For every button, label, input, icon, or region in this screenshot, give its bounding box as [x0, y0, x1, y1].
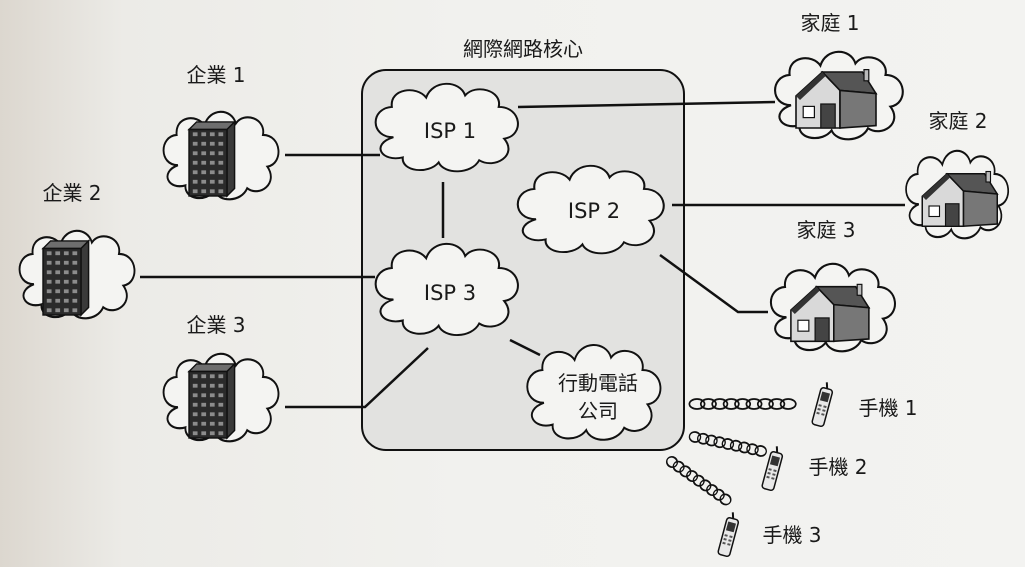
wave-phone-1 [688, 398, 797, 410]
mobile-phone-icon [716, 511, 740, 558]
wave-phone-2 [687, 430, 769, 458]
isp-3: ISP 3 [374, 242, 519, 337]
internet-core-title: 網際網路核心 [463, 37, 583, 61]
wave-phone-3 [663, 453, 734, 508]
isp-1-label: ISP 1 [424, 119, 476, 143]
isp-1: ISP 1 [374, 82, 519, 173]
phone-2-label: 手機 2 [808, 455, 867, 479]
enterprise-3: 企業 3 [162, 313, 280, 443]
link-enterprise3-isp3 [285, 347, 429, 409]
phone-3-label: 手機 3 [762, 523, 821, 547]
isp-2: ISP 2 [516, 164, 665, 255]
phone-1: 手機 1 [810, 381, 918, 428]
building-icon [188, 363, 236, 439]
home-1: 家庭 1 [773, 11, 904, 141]
link-isp3-mobile [509, 338, 541, 357]
phone-3: 手機 3 [716, 511, 822, 558]
link-isp1-home1 [517, 100, 776, 109]
enterprise-3-label: 企業 3 [186, 313, 245, 337]
home-3: 家庭 3 [769, 218, 897, 353]
home-2: 家庭 2 [904, 109, 1010, 240]
mobile-phone-icon [760, 445, 784, 492]
phone-1-label: 手機 1 [858, 396, 917, 420]
home-1-label: 家庭 1 [800, 11, 859, 35]
building-icon [42, 240, 90, 316]
link-isp2-home3 [659, 253, 768, 314]
enterprise-1-label: 企業 1 [186, 63, 245, 87]
enterprise-2: 企業 2 [18, 181, 136, 320]
isp-3-label: ISP 3 [424, 281, 476, 305]
isp-2-label: ISP 2 [568, 199, 620, 223]
enterprise-2-label: 企業 2 [42, 181, 101, 205]
phone-2: 手機 2 [760, 445, 868, 492]
building-icon [188, 121, 236, 197]
home-2-label: 家庭 2 [928, 109, 987, 133]
connection-lines [140, 100, 905, 409]
mobile-carrier-line2: 公司 [578, 399, 618, 423]
mobile-carrier-line1: 行動電話 [558, 371, 638, 395]
home-3-label: 家庭 3 [796, 218, 855, 242]
enterprise-1: 企業 1 [162, 63, 280, 201]
mobile-carrier: 行動電話 公司 [526, 343, 662, 441]
mobile-phone-icon [810, 381, 834, 428]
